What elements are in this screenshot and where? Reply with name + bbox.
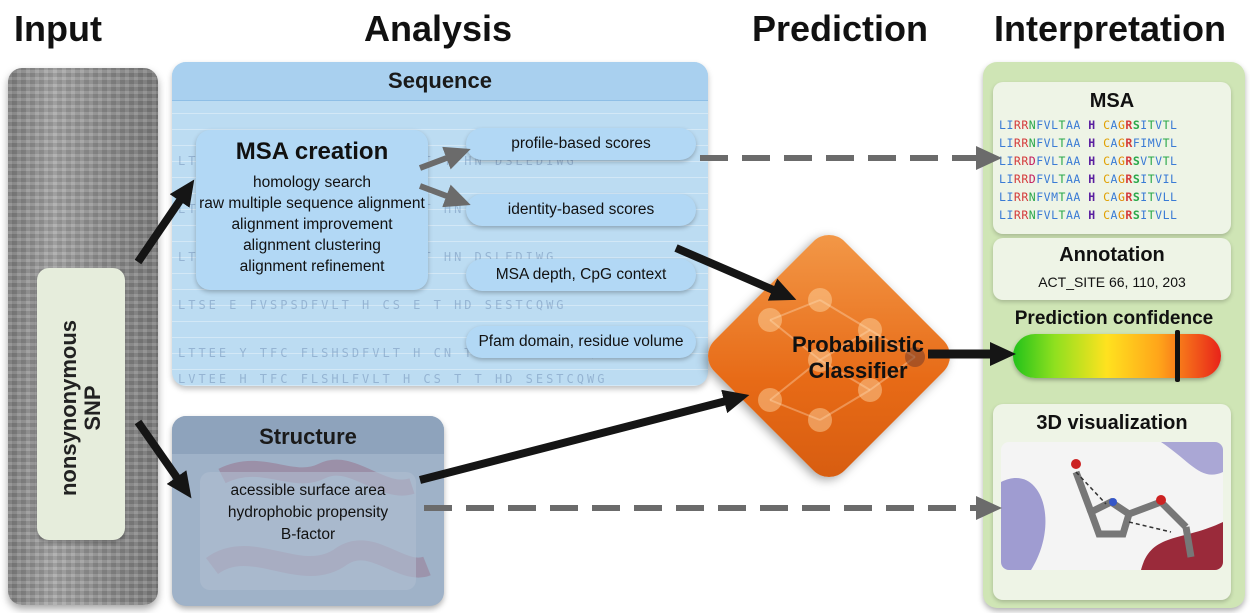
profile-scores-pill: profile-based scores [466,128,696,160]
annotation-title: Annotation [1059,244,1165,266]
structure-panel: Structure acessible surface area hydroph… [172,416,444,606]
structure-title: Structure [259,424,357,449]
background-alignment-row: LTSE E FVSPSDFVLT H CS E T HD SESTCQWG [178,298,567,312]
msa-alignment-line: LIRRDFVLTAA H CAGRSVTVTL [999,154,1178,168]
msa-step: homology search [252,174,372,191]
pfam-domain-pill: Pfam domain, residue volume [466,326,696,358]
msa-card: MSA LIRRNFVLTAA H CAGRSITVTL LIRRNFVLTAA … [993,82,1231,234]
msa-creation-box: MSA creation homology search raw multipl… [196,130,428,290]
msa-depth-pill: MSA depth, CpG context [466,259,696,291]
annotation-text: ACT_SITE 66, 110, 203 [1038,274,1186,290]
structure-header [172,416,444,454]
msa-alignment-line: LIRRNFVLTAA H CAGRFIMVTL [999,136,1178,150]
confidence-marker [1175,330,1180,382]
prediction-column-title: Prediction [752,8,929,49]
interpretation-column-title: Interpretation [994,8,1227,49]
sequence-title: Sequence [388,68,492,93]
msa-step: alignment improvement [231,216,393,233]
msa-alignment-line: LIRRDFVLTAA H CAGRSITVIL [999,172,1178,186]
structure-feature: acessible surface area [230,482,386,499]
protein-structure-image [1001,442,1223,570]
identity-scores-pill: identity-based scores [466,194,696,226]
annotation-card: Annotation ACT_SITE 66, 110, 203 [993,238,1231,300]
snp-label: nonsynonymous SNP [56,320,105,497]
confidence-gradient-bar [1013,330,1221,382]
msa-creation-title: MSA creation [235,138,389,165]
molecule-graphic [1001,442,1223,570]
background-alignment-row: LVTEE H TFC FLSHLFVLT H CS T T HD SESTCQ… [178,372,608,386]
structure-feature: hydrophobic propensity [227,504,389,521]
structure-features-box: acessible surface area hydrophobic prope… [200,472,416,590]
msa-alignment-line: LIRRNFVLTAA H CAGRSITVLL [999,208,1178,222]
classifier-label: Probabilistic Classifier [791,332,925,383]
msa-card-title: MSA [1089,90,1135,112]
structure-feature: B-factor [280,526,336,543]
snp-pill: nonsynonymous SNP [37,268,125,540]
visualization-title: 3D visualization [1036,412,1188,434]
msa-alignment-line: LIRRNFVLTAA H CAGRSITVTL [999,118,1178,132]
analysis-column-title: Analysis [364,8,513,49]
confidence-title: Prediction confidence [1014,308,1214,329]
arrow-structure-to-classifier [419,389,750,484]
msa-alignment-line: LIRRNFVMTAA H CAGRSITVLL [999,190,1178,204]
msa-step: alignment clustering [243,237,381,254]
visualization-card: 3D visualization [993,404,1231,600]
msa-step: alignment refinement [239,258,385,275]
sequence-header [172,62,708,101]
msa-step: raw multiple sequence alignment [199,195,425,212]
input-column-title: Input [14,8,102,49]
input-panel: nonsynonymous SNP [8,68,158,605]
